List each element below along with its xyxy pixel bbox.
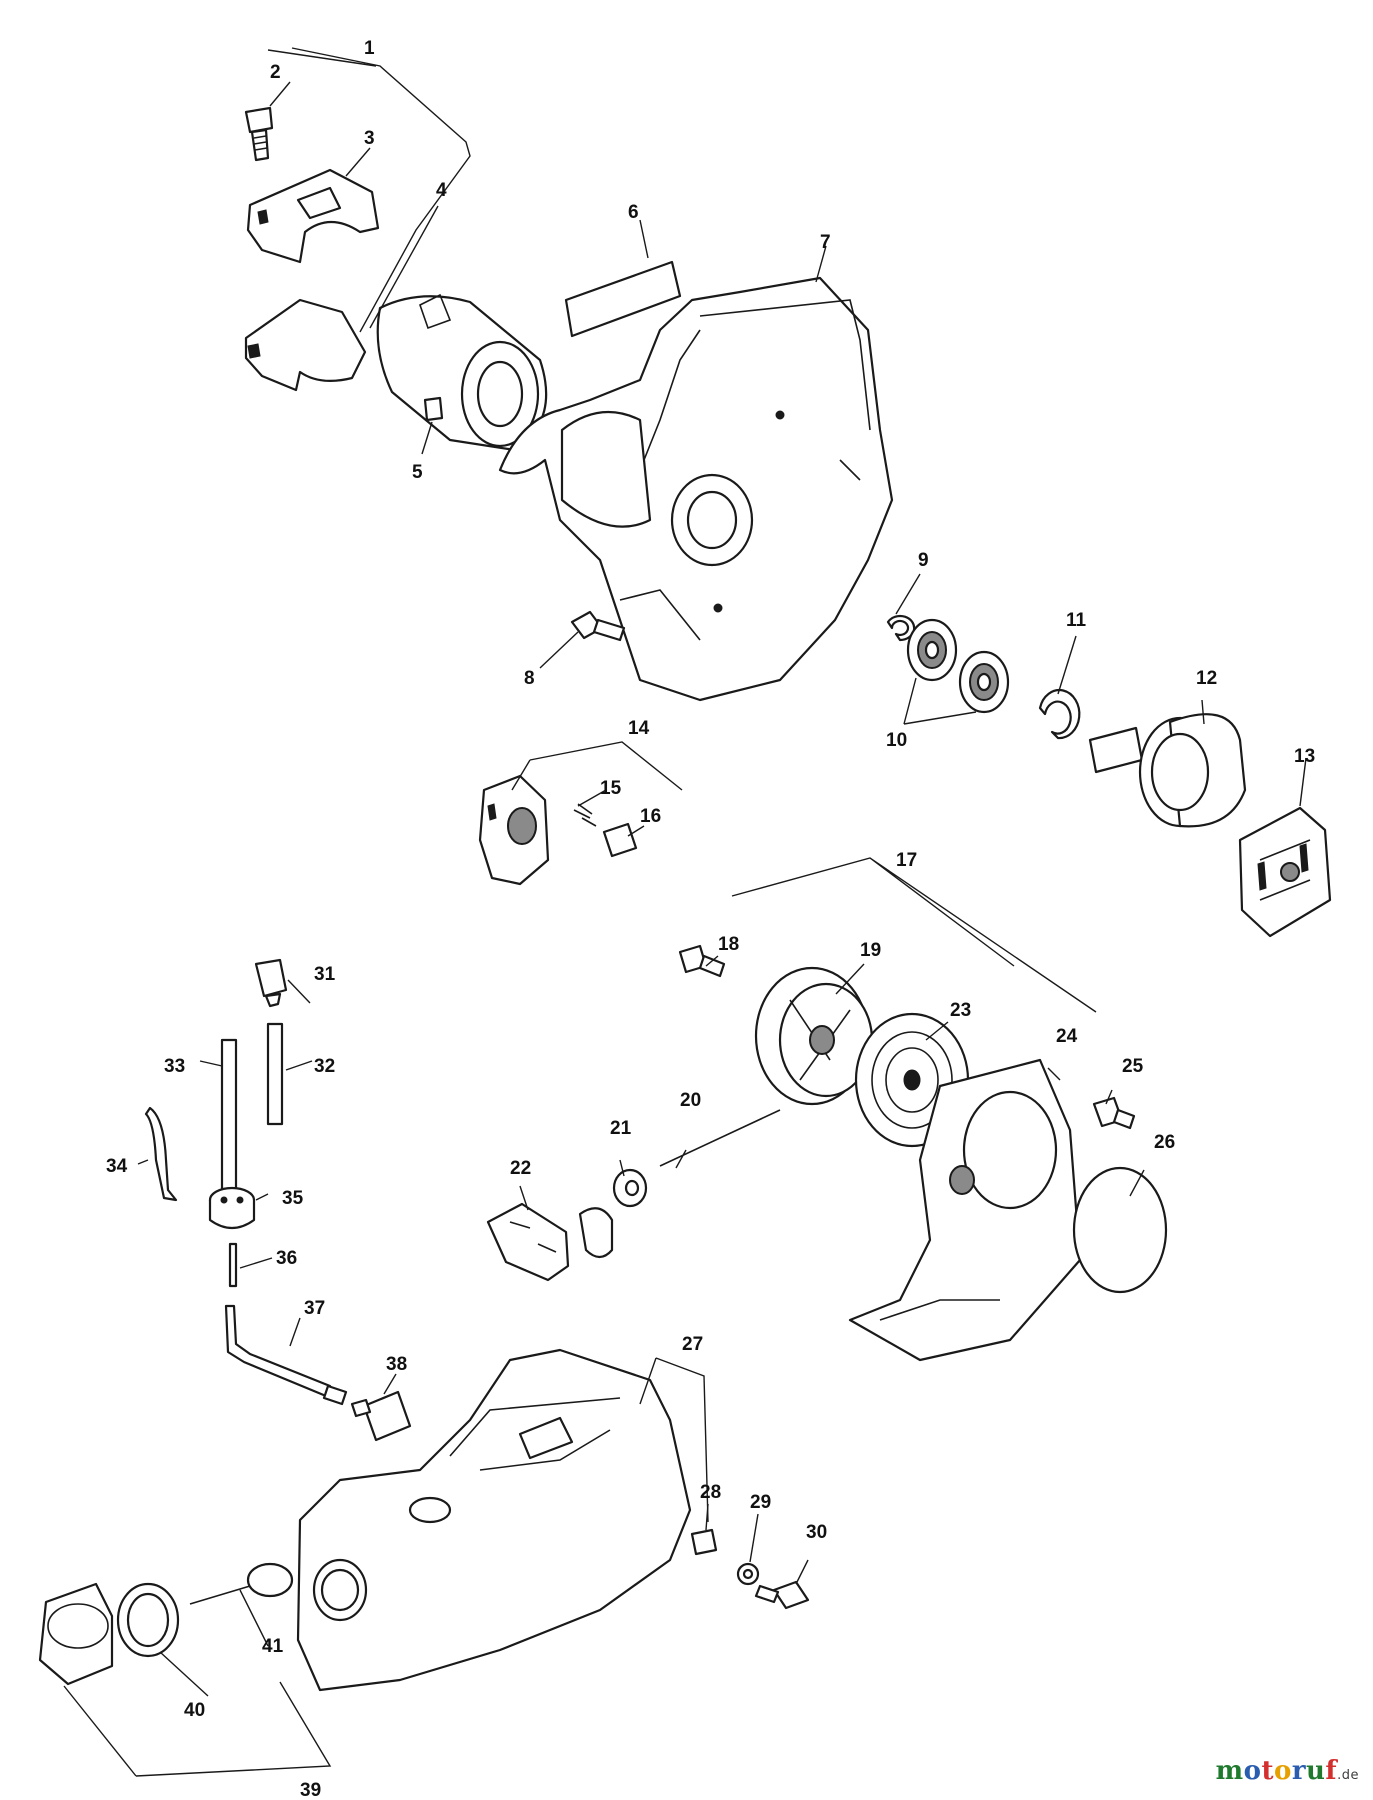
label-30: 30: [806, 1522, 827, 1543]
label-35: 35: [282, 1188, 304, 1209]
part-40-gasket: [116, 1582, 180, 1658]
part-35-grommet: [208, 1186, 256, 1230]
part-27-fuel-tank: [296, 1348, 692, 1692]
motoruf-watermark-logo: motoruf.de: [1216, 1756, 1359, 1786]
part-10-bearings: [906, 618, 1010, 714]
label-31: 31: [314, 964, 336, 985]
part-29-washer: [736, 1562, 760, 1586]
label-34: 34: [106, 1156, 128, 1177]
watermark-letter: u: [1306, 1756, 1326, 1786]
part-26-cover-disc: [1072, 1166, 1168, 1294]
label-18: 18: [718, 934, 739, 955]
label-26: 26: [1154, 1132, 1175, 1153]
part-8-screw: [570, 610, 626, 642]
part-14-clutch-shoe-assembly: [478, 774, 550, 886]
part-22-starter-handle: [486, 1202, 614, 1282]
part-41-strainer: [189, 1562, 294, 1605]
part-24-starter-case: [848, 1058, 1082, 1362]
part-25-screw: [1092, 1096, 1136, 1130]
part-38-fuel-filter: [350, 1390, 412, 1442]
part-18-screw: [678, 944, 726, 978]
part-30-bolt: [754, 1580, 810, 1610]
label-8: 8: [524, 668, 535, 689]
label-23: 23: [950, 1000, 971, 1021]
label-10: 10: [886, 730, 907, 751]
watermark-letter: r: [1291, 1756, 1307, 1786]
part-34-hose: [144, 1106, 178, 1202]
label-2: 2: [270, 62, 281, 83]
label-25: 25: [1122, 1056, 1144, 1077]
part-13-clutch-shoe: [1238, 806, 1332, 938]
label-17: 17: [896, 850, 917, 871]
part-37-fuel-pipe: [224, 1304, 348, 1406]
label-33: 33: [164, 1056, 185, 1077]
part-33-tube: [220, 1038, 238, 1194]
part-19-rope-reel: [754, 966, 874, 1106]
label-12: 12: [1196, 668, 1217, 689]
part-7-fan-housing: [498, 276, 894, 702]
label-1: 1: [364, 38, 375, 59]
part-11-circlip: [1038, 688, 1081, 740]
part-4-clamp-lower: [244, 298, 367, 392]
label-7: 7: [820, 232, 831, 253]
watermark-letters: motoruf: [1216, 1756, 1338, 1786]
watermark-letter: o: [1243, 1756, 1262, 1786]
watermark-letter: f: [1325, 1756, 1338, 1786]
label-15: 15: [600, 778, 622, 799]
part-2-bolt: [244, 106, 274, 162]
leader-lines: [63, 47, 1307, 1777]
part-5-tube-adapter: [376, 293, 548, 452]
label-36: 36: [276, 1248, 297, 1269]
label-9: 9: [918, 550, 929, 571]
label-40: 40: [184, 1700, 205, 1721]
part-36-pin: [228, 1242, 238, 1288]
label-28: 28: [700, 1482, 721, 1503]
part-labels: 1 2 3 4 5 6 7 8 9 10 11 12 13 14 15 16 1…: [106, 38, 1315, 1800]
label-21: 21: [610, 1118, 632, 1139]
watermark-letter: m: [1215, 1756, 1244, 1786]
label-22: 22: [510, 1158, 531, 1179]
label-5: 5: [412, 462, 423, 483]
part-20-rope: [659, 1109, 781, 1167]
label-16: 16: [640, 806, 661, 827]
label-14: 14: [628, 718, 650, 739]
part-12-clutch-drum: [1088, 713, 1247, 828]
part-6-label-plate: [564, 260, 682, 338]
part-39-fuel-cap: [38, 1582, 114, 1686]
part-21-rope-stopper: [612, 1168, 648, 1208]
label-11: 11: [1066, 610, 1087, 631]
label-41: 41: [262, 1636, 284, 1657]
label-24: 24: [1056, 1026, 1078, 1047]
label-20: 20: [680, 1090, 701, 1111]
part-28-collar: [690, 1528, 718, 1556]
label-29: 29: [750, 1492, 771, 1513]
label-39: 39: [300, 1780, 321, 1800]
part-32-tube: [266, 1022, 284, 1126]
part-31-filter: [254, 958, 288, 1008]
part-3-clamp-upper: [246, 168, 380, 264]
part-9-snap-ring: [886, 614, 916, 642]
part-15-spring: [573, 803, 597, 827]
label-19: 19: [860, 940, 881, 961]
watermark-letter: t: [1261, 1756, 1274, 1786]
label-37: 37: [304, 1298, 325, 1319]
watermark-tld: .de: [1337, 1768, 1359, 1783]
watermark-letter: o: [1273, 1756, 1292, 1786]
label-32: 32: [314, 1056, 335, 1077]
part-16-shoe-pin: [602, 822, 638, 858]
label-13: 13: [1294, 746, 1315, 767]
label-27: 27: [682, 1334, 703, 1355]
label-38: 38: [386, 1354, 407, 1375]
label-6: 6: [628, 202, 639, 223]
label-3: 3: [364, 128, 375, 149]
label-4: 4: [436, 180, 447, 201]
